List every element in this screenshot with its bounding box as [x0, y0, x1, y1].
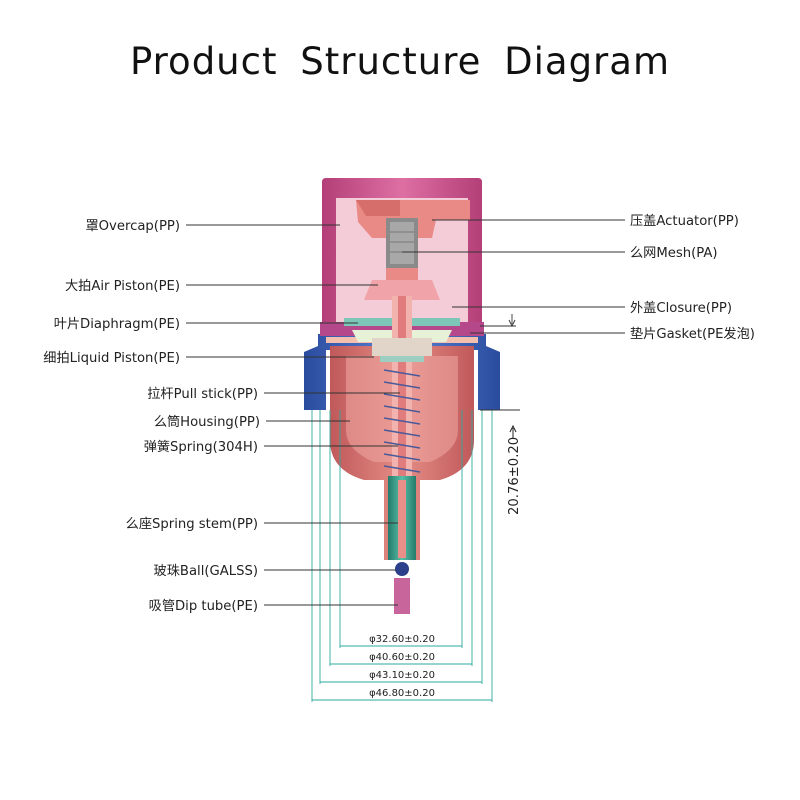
- height-dimension: [480, 314, 520, 411]
- spring-stem-part: [388, 476, 416, 560]
- label-ball: 玻珠Ball(GALSS): [154, 563, 258, 579]
- right-leader-lines: [402, 219, 625, 334]
- label-mesh: 么网Mesh(PA): [630, 246, 718, 261]
- diameter-40-label: φ40.60±0.20: [369, 652, 435, 663]
- label-housing: 么筒Housing(PP): [154, 413, 260, 430]
- dip-tube-part: [394, 578, 410, 614]
- air-piston-part: [364, 280, 440, 300]
- left-leader-lines: [186, 224, 400, 606]
- diameter-46-label: φ46.80±0.20: [369, 688, 435, 699]
- label-spring-stem: 么座Spring stem(PP): [126, 516, 258, 532]
- spring-part: [383, 369, 421, 473]
- diameter-dimension-lines: [312, 645, 492, 701]
- page-title: Product Structure Diagram: [130, 40, 670, 83]
- diameter-32-label: φ32.60±0.20: [369, 634, 435, 645]
- label-air-piston: 大拍Air Piston(PE): [65, 278, 180, 294]
- label-overcap: 罩Overcap(PP): [85, 219, 180, 234]
- label-pull-stick: 拉杆Pull stick(PP): [147, 386, 258, 402]
- label-spring: 弹簧Spring(304H): [144, 439, 258, 455]
- label-gasket: 垫片Gasket(PE发泡): [630, 326, 755, 342]
- label-diaphragm: 叶片Diaphragm(PE): [54, 316, 180, 332]
- label-closure: 外盖Closure(PP): [630, 300, 732, 316]
- dimension-guide-lines: [311, 410, 493, 702]
- label-dip-tube: 吸管Dip tube(PE): [149, 598, 258, 614]
- label-actuator: 压盖Actuator(PP): [630, 213, 739, 229]
- height-arrow-icon: [509, 424, 517, 438]
- ball-part: [395, 562, 409, 576]
- mesh-part: [386, 218, 418, 268]
- diameter-43-label: φ43.10±0.20: [369, 670, 435, 681]
- label-liquid-piston: 细拍Liquid Piston(PE): [43, 350, 180, 366]
- height-dimension-label: 20.76±0.20: [507, 437, 522, 515]
- liquid-piston-part: [372, 338, 432, 362]
